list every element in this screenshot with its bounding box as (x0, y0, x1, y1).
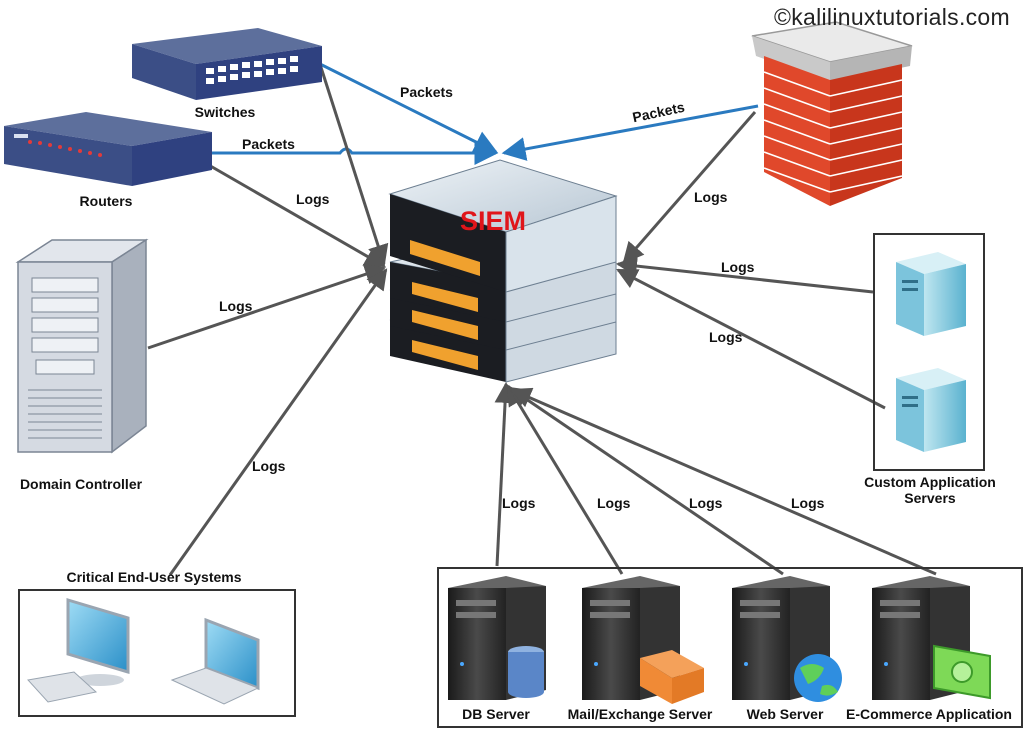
watermark: ©kalilinuxtutorials.com (773, 4, 1010, 30)
end-user-systems-label: Critical End-User Systems (66, 569, 242, 585)
logs-line-switches (316, 57, 389, 266)
logs-label-firewall: Logs (694, 189, 728, 205)
routers-label: Routers (79, 193, 133, 209)
laptop-computer-icon (170, 617, 260, 705)
siem-title: SIEM (460, 206, 527, 236)
switches-label: Switches (194, 104, 256, 120)
logs-label-dc: Logs (219, 298, 253, 314)
packets-label-routers: Packets (242, 136, 295, 152)
logs-label-custom1: Logs (721, 259, 755, 275)
desktop-computer-icon (27, 597, 130, 703)
packets-label-switches: Packets (400, 84, 453, 100)
router-icon (4, 112, 212, 186)
logs-label-mail: Logs (597, 495, 631, 511)
logs-label-web: Logs (689, 495, 723, 511)
end-user-systems-box (18, 589, 296, 717)
switch-icon (132, 28, 322, 100)
ecommerce-server-icon (872, 576, 991, 700)
logs-label-routers: Logs (296, 191, 330, 207)
siem-unit-1 (388, 159, 618, 293)
logs-line-db (494, 381, 516, 567)
domain-controller-label: Domain Controller (19, 476, 143, 492)
logs-line-mail (506, 384, 624, 575)
logs-line-custom2 (616, 268, 886, 410)
logs-label-custom2: Logs (709, 329, 743, 345)
log-lines (147, 57, 937, 576)
siem-server-stack-icon (388, 159, 618, 383)
logs-line-web (508, 386, 784, 576)
firewall-icon (751, 21, 913, 206)
logs-line-firewall (622, 111, 757, 264)
custom-app-servers-label: Custom Application Servers (864, 474, 996, 506)
logs-line-routers (199, 158, 386, 268)
custom-app-server-icon-2 (896, 368, 966, 452)
logs-label-enduser: Logs (252, 458, 286, 474)
logs-label-ecom: Logs (791, 495, 825, 511)
mail-server-label: Mail/Exchange Server (567, 706, 713, 722)
logs-line-ecom (510, 387, 937, 576)
domain-controller-icon (15, 238, 149, 454)
packets-line-switches (319, 62, 499, 154)
custom-app-server-icon-1 (896, 252, 966, 336)
logs-label-db: Logs (502, 495, 536, 511)
db-server-icon (448, 576, 546, 700)
bottom-servers-box (437, 567, 1023, 728)
logs-line-dc (147, 264, 386, 350)
logs-line-custom1 (615, 255, 874, 294)
mail-server-icon (582, 576, 704, 704)
ecommerce-label: E-Commerce Application (846, 706, 1012, 722)
web-server-icon (732, 576, 842, 702)
packets-line-firewall (501, 104, 759, 161)
custom-app-servers-box (873, 233, 985, 471)
db-server-label: DB Server (462, 706, 530, 722)
web-server-label: Web Server (746, 706, 824, 722)
logs-line-enduser (168, 268, 388, 576)
